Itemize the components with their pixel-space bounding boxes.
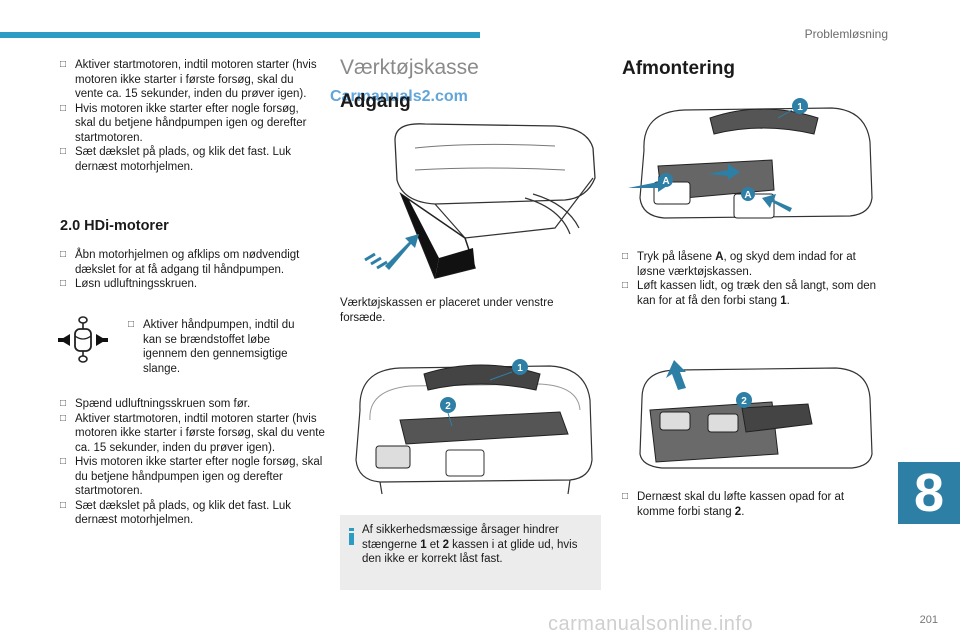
toolbox-lift-illustration: 2 bbox=[639, 360, 873, 469]
page-number: 201 bbox=[919, 614, 938, 626]
seat-illustration bbox=[364, 123, 596, 279]
bullet-list-final: Dernæst skal du løfte kassen opad for at… bbox=[622, 490, 884, 519]
latch-marker-right: A bbox=[744, 190, 751, 201]
list-item: Dernæst skal du løfte kassen opad for at… bbox=[622, 490, 884, 519]
toolbox-latches-illustration: A A 1 bbox=[628, 98, 873, 219]
header-accent-bar bbox=[0, 32, 480, 38]
bullet-list-top: Aktiver startmotoren, indtil motoren sta… bbox=[60, 58, 322, 174]
latch-marker-left: A bbox=[662, 176, 669, 187]
toolbox-bars-illustration: 1 2 bbox=[355, 359, 593, 495]
bullet-list-steps: Tryk på låsene A, og skyd dem indad for … bbox=[622, 250, 884, 308]
section-title: Problemløsning bbox=[804, 27, 888, 41]
location-text: Værktøjskassen er placeret under venstre… bbox=[340, 297, 554, 324]
marker-2: 2 bbox=[741, 396, 747, 407]
list-item: Aktiver startmotoren, indtil motoren sta… bbox=[60, 412, 325, 456]
info-box: Af sikkerhedsmæssige årsager hindrer stæ… bbox=[340, 515, 601, 590]
subtitle: Adgang bbox=[340, 91, 411, 112]
section-heading: 2.0 HDi-motorer bbox=[60, 218, 169, 234]
bullet-list-bottom: Spænd udluftningsskruen som før. Aktiver… bbox=[60, 397, 325, 528]
list-item: Aktiver håndpumpen, indtil du kan se bræ… bbox=[128, 318, 303, 376]
marker-1: 1 bbox=[517, 363, 523, 374]
hand-pump-icon bbox=[58, 316, 108, 363]
list-item: Sæt dækslet på plads, og klik det fast. … bbox=[60, 145, 322, 174]
page-title: Værktøjskasse bbox=[340, 56, 479, 79]
list-item: Tryk på låsene A, og skyd dem indad for … bbox=[622, 250, 884, 279]
list-item: Hvis motoren ikke starter efter nogle fo… bbox=[60, 455, 325, 499]
info-icon bbox=[347, 528, 356, 545]
info-text: Af sikkerhedsmæssige årsager hindrer stæ… bbox=[362, 524, 578, 565]
watermark-secondary: Carmanuals2.com bbox=[330, 88, 468, 105]
bullet-list-pump: Aktiver håndpumpen, indtil du kan se bræ… bbox=[128, 318, 303, 376]
list-item: Åbn motorhjelmen og afklips om nødvendig… bbox=[60, 248, 325, 277]
watermark: carmanualsonline.info bbox=[548, 613, 754, 635]
list-item: Løsn udluftningsskruen. bbox=[60, 277, 325, 292]
section-title-removal: Afmontering bbox=[622, 58, 735, 79]
list-item: Løft kassen lidt, og træk den så langt, … bbox=[622, 279, 884, 308]
bullet-list-mid: Åbn motorhjelmen og afklips om nødvendig… bbox=[60, 248, 325, 292]
chapter-tab[interactable]: 8 bbox=[898, 462, 960, 524]
marker-2: 2 bbox=[445, 401, 451, 412]
list-item: Hvis motoren ikke starter efter nogle fo… bbox=[60, 102, 322, 146]
marker-1: 1 bbox=[797, 102, 803, 113]
list-item: Sæt dækslet på plads, og klik det fast. … bbox=[60, 499, 325, 528]
list-item: Aktiver startmotoren, indtil motoren sta… bbox=[60, 58, 322, 102]
list-item: Spænd udluftningsskruen som før. bbox=[60, 397, 325, 412]
